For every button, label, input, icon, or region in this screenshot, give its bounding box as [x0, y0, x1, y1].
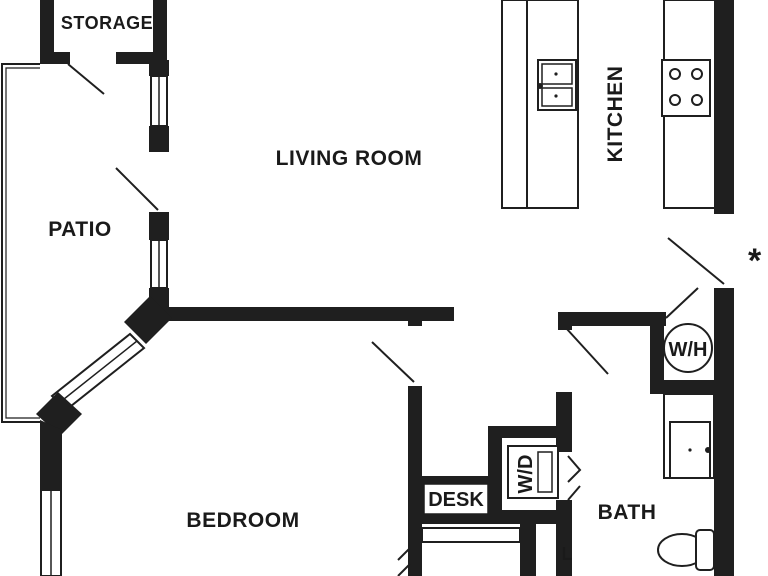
room-label-kitchen: KITCHEN — [604, 66, 627, 163]
room-label-bath: BATH — [598, 501, 657, 524]
bath-vanity — [663, 393, 715, 479]
room-label-living-room: LIVING ROOM — [276, 147, 423, 170]
room-label-storage: STORAGE — [61, 13, 153, 33]
washer-dryer-label: W/D — [515, 455, 537, 494]
washer-dryer[interactable]: W/D — [507, 445, 559, 499]
room-label-patio: PATIO — [48, 218, 112, 241]
bedroom-door[interactable] — [371, 341, 415, 383]
patio-area — [1, 63, 40, 423]
entry-marker: * — [748, 242, 762, 280]
storage-door[interactable] — [67, 63, 105, 95]
toilet[interactable] — [657, 529, 715, 571]
water-heater — [663, 323, 713, 373]
entry-door[interactable] — [667, 237, 725, 285]
room-label-bedroom: BEDROOM — [186, 509, 299, 532]
closet-door[interactable] — [397, 545, 411, 576]
desk-label: DESK — [428, 489, 484, 511]
patio-door[interactable] — [115, 167, 159, 211]
bedroom-angled-wall — [36, 296, 172, 576]
water-heater-closet: W/H — [558, 287, 716, 394]
closet-desk-area: DESK W/D L — [371, 341, 582, 576]
bath-door[interactable] — [565, 327, 609, 375]
range-stove[interactable] — [661, 59, 711, 117]
water-heater-label: W/H — [669, 339, 708, 361]
linen-closet-label: L — [562, 544, 573, 564]
desk — [423, 483, 489, 515]
water-heater-door[interactable] — [665, 287, 699, 319]
kitchen-sink[interactable] — [537, 59, 577, 111]
storage-closet — [40, 0, 169, 152]
wd-closet-door[interactable] — [567, 455, 582, 483]
kitchen — [501, 0, 734, 214]
